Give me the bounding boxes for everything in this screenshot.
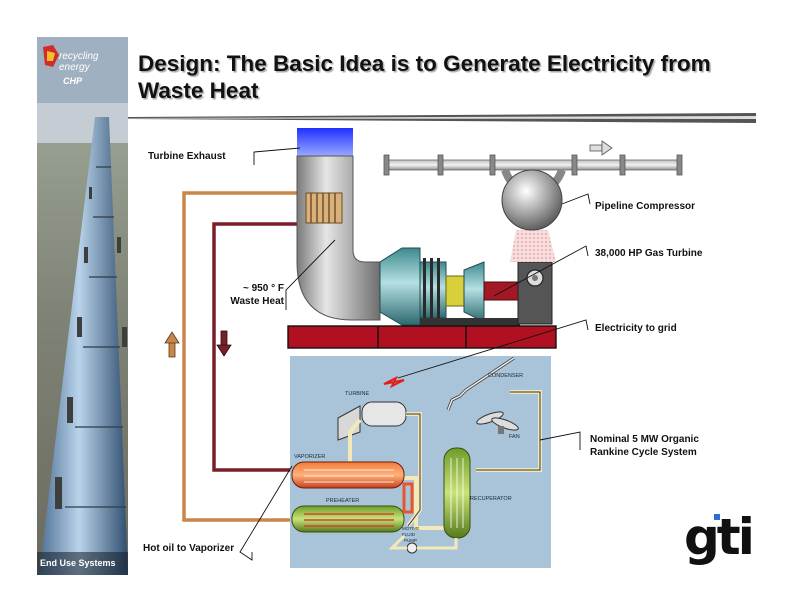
gti-logo-dot [714,514,720,520]
title-rule [128,113,756,123]
exhaust-stack [296,155,381,321]
logo-line1: recycling [59,51,99,62]
compressor-column [510,230,556,262]
down-arrow-icon [216,330,232,357]
callout-orc: Nominal 5 MW Organic Rankine Cycle Syste… [590,433,699,459]
footer-label: End Use Systems [40,558,116,568]
equipment-skid [287,325,557,349]
orc-label-condenser: CONDENSER [488,373,523,379]
exhaust-plume [297,128,353,156]
compressor-drive-housing [517,261,553,325]
orc-preheater [291,505,405,533]
callout-orc-line2: Rankine Cycle System [590,447,697,458]
orc-label-fan: FAN [509,434,520,440]
orc-vaporizer [291,461,405,489]
orc-label-pump-1: MOTIVE [402,526,419,531]
logo-line3: CHP [63,76,83,86]
orc-label-turbine: TURBINE [345,391,369,397]
orc-generator [361,401,407,427]
callout-turbine-exhaust: Turbine Exhaust [148,151,226,162]
lightning-bolt-icon [383,375,405,389]
orc-turbine [337,405,361,441]
callout-electricity: Electricity to grid [595,323,677,334]
callout-gas-turbine: 38,000 HP Gas Turbine [595,248,703,259]
orc-pump-icon [406,542,418,554]
hot-oil-supply-pipe [182,191,306,522]
callout-hot-oil: Hot oil to Vaporizer [143,543,235,554]
sidebar-pipeline-photo [37,37,128,575]
orc-label-vaporizer: VAPORIZER [294,454,325,460]
orc-system-panel: TURBINE CONDENSER FAN VAPORIZER PREHEATE… [290,356,551,568]
callout-orc-line1: Nominal 5 MW Organic [590,434,699,445]
callout-waste-heat: ~ 950 ° F Waste Heat [230,282,284,308]
slide-title: Design: The Basic Idea is to Generate El… [138,51,711,103]
recycling-energy-logo: recycling energy CHP [37,37,128,103]
callout-waste-heat-temp: ~ 950 ° F [243,283,284,294]
callout-pipeline-compressor: Pipeline Compressor [595,201,696,212]
gti-logo: gti [684,508,755,566]
orc-fan-icon [476,411,519,434]
pipeline-compressor-sphere [501,169,563,231]
orc-label-preheater: PREHEATER [326,498,359,504]
orc-label-pump-2: FLUID [402,532,416,537]
callout-waste-heat-label: Waste Heat [230,296,284,307]
flow-direction-arrow-icon [589,140,613,156]
orc-label-recuperator: RECUPERATOR [470,496,512,502]
pipeline-illustration [37,37,128,575]
orc-label-pump-3: PUMP [404,538,417,543]
oil-return-pipe [212,222,306,472]
gas-turbine [379,247,521,326]
waste-heat-coil [305,192,343,224]
callout-leaders [239,147,591,561]
logo-line2: energy [59,62,91,73]
up-arrow-icon [164,331,180,358]
